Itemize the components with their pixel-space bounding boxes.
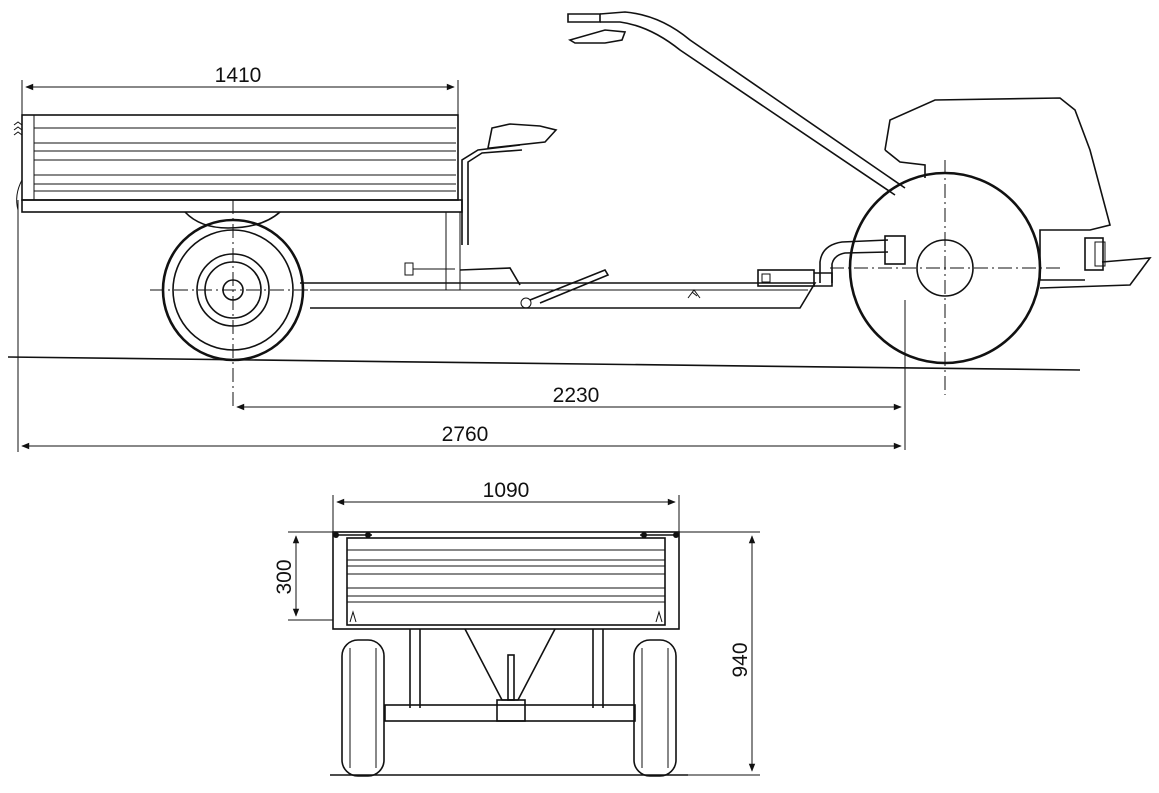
tractor-engine	[884, 97, 1152, 289]
tractor-wheel	[830, 160, 1060, 395]
trailer-box	[13, 114, 463, 213]
dimension-rear-width: 1090	[483, 479, 530, 502]
rear-box	[332, 531, 680, 630]
dimension-body-length: 1410	[215, 64, 262, 87]
seat-frame	[445, 123, 558, 290]
dimension-total-height: 940	[729, 642, 752, 677]
dimension-total-length: 2760	[442, 423, 489, 446]
hitch-coupling	[819, 235, 906, 283]
tractor-handlebar	[567, 11, 906, 196]
dimension-side-height: 300	[273, 559, 296, 594]
chassis-beam	[300, 262, 833, 309]
dim-300: 300	[273, 531, 333, 621]
side-view: 1410 2230 2760	[7, 11, 1152, 452]
rear-view: 1090 300 940	[273, 479, 760, 777]
dim-2230: 2230	[236, 300, 906, 450]
dim-940: 940	[679, 531, 760, 776]
ground-line	[7, 356, 1081, 371]
rear-wheel-left	[341, 639, 385, 777]
dim-1090: 1090	[332, 479, 680, 532]
rear-undercarriage	[384, 628, 636, 722]
dim-1410: 1410	[21, 64, 459, 115]
rear-wheel-right	[633, 639, 677, 777]
dim-2760: 2760	[17, 200, 902, 452]
dimension-wheelbase: 2230	[553, 384, 600, 407]
